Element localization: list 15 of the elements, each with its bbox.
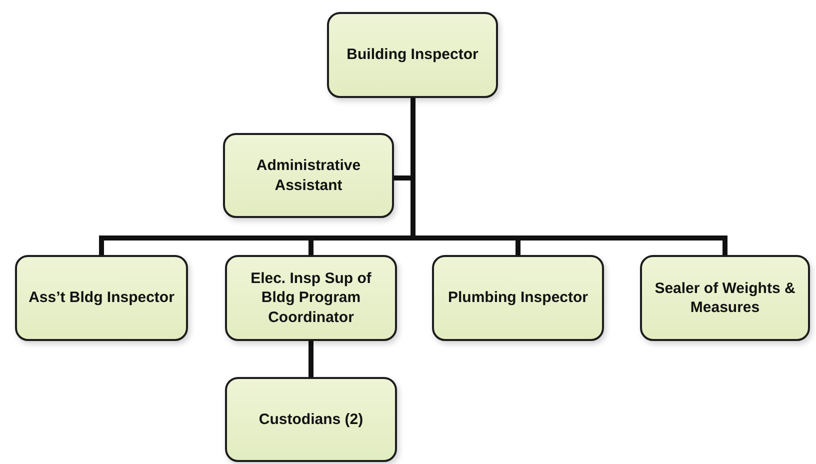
position-title: Administrative Assistant xyxy=(255,156,362,195)
position-box xyxy=(432,255,604,341)
position-title: Building Inspector xyxy=(346,45,478,65)
position-box xyxy=(225,377,397,462)
position-title: Elec. Insp Sup of Bldg Program Coordinator xyxy=(250,268,372,328)
position-title: Ass’t Bldg Inspector xyxy=(28,288,174,308)
connector-line xyxy=(308,341,314,377)
position-title: Sealer of Weights & Measures xyxy=(654,278,796,318)
position-title: Plumbing Inspector xyxy=(448,288,588,308)
position-box xyxy=(640,255,810,341)
position-box xyxy=(223,133,394,218)
position-title: Custodians (2) xyxy=(258,410,364,430)
position-box xyxy=(15,255,188,341)
position-box xyxy=(327,12,498,98)
position-box xyxy=(225,255,397,341)
